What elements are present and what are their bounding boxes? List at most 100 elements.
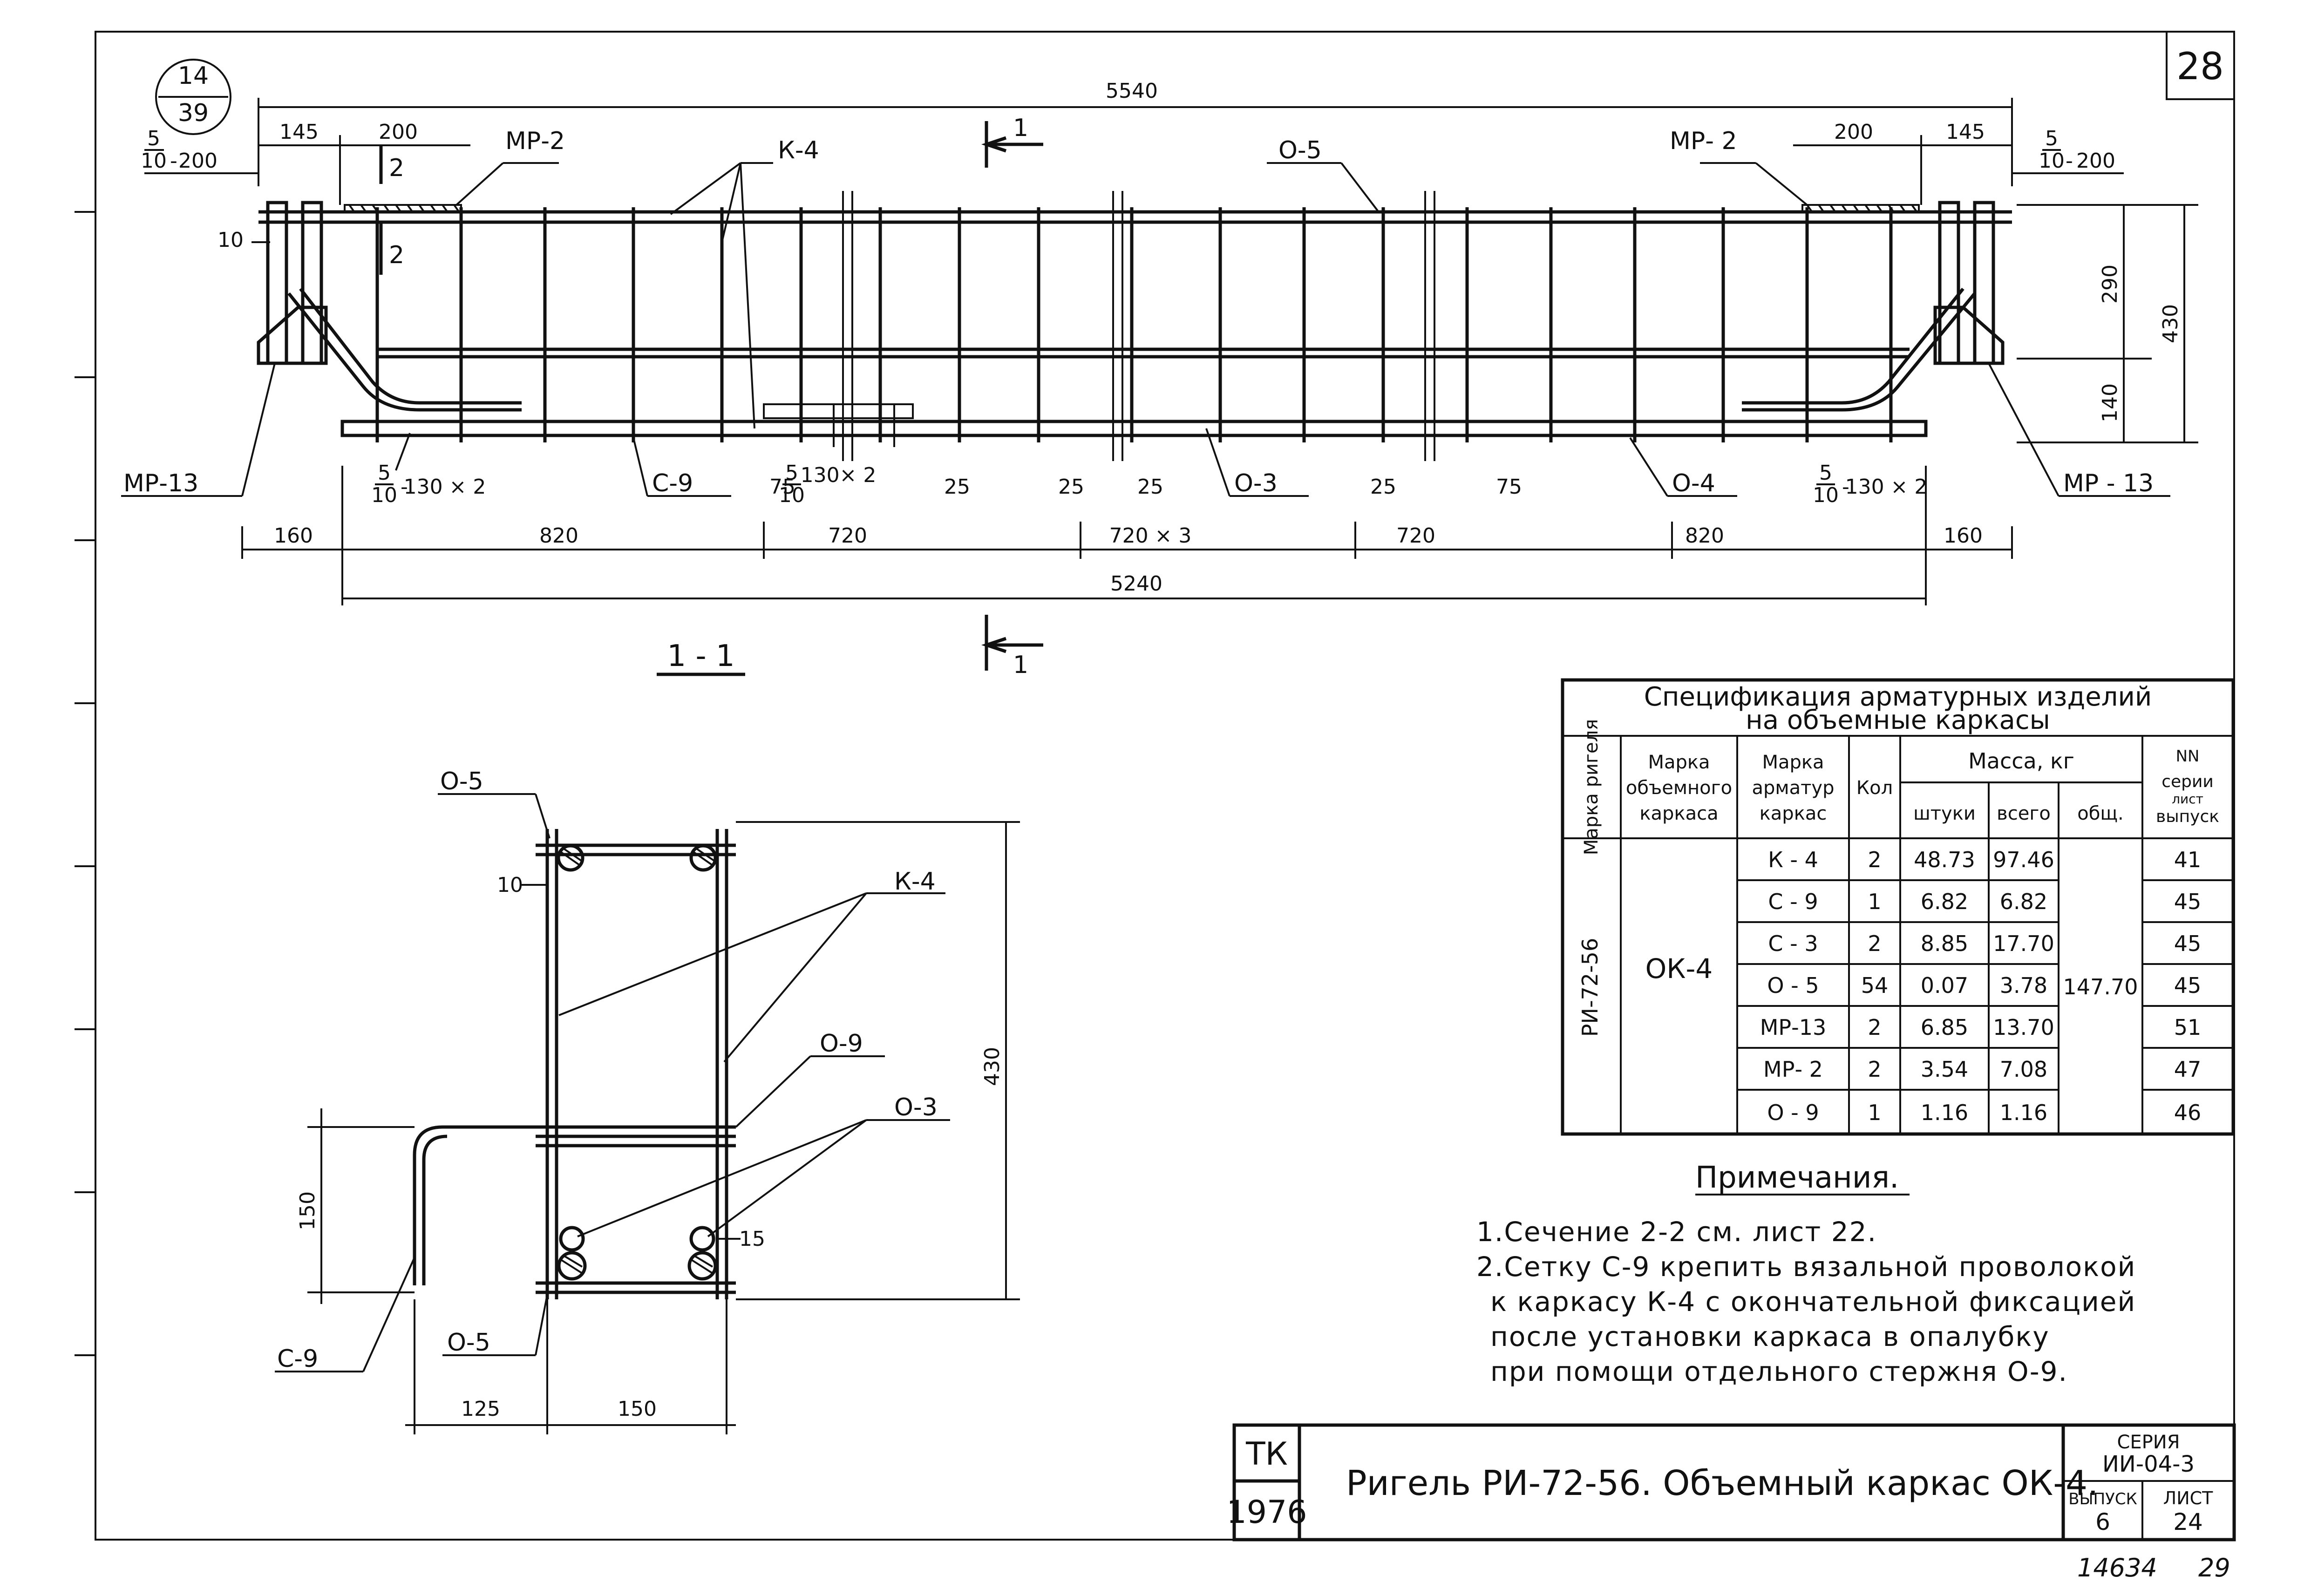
cell-frame: ОК-4	[1645, 953, 1713, 985]
section-title: 1 - 1	[667, 639, 734, 673]
svg-text:О - 9: О - 9	[1767, 1100, 1819, 1125]
spec-title-1: Спецификация арматурных изделий	[1644, 682, 2152, 712]
dim-75b: 75	[1496, 475, 1522, 499]
dim-25c: 25	[1137, 475, 1163, 499]
hdr-frame-1: Марка	[1648, 752, 1710, 773]
note-line-4: после установки каркаса в опалубку	[1490, 1321, 2050, 1352]
svg-text:0.07: 0.07	[1921, 973, 1968, 998]
svg-text:1.16: 1.16	[1921, 1100, 1968, 1125]
table-row: О - 9 1 1.16 1.16 46	[1767, 1100, 2201, 1125]
callout-mr13-left: МР-13	[123, 469, 198, 497]
svg-text:48.73: 48.73	[1914, 847, 1975, 872]
svg-text:10: 10	[2039, 149, 2065, 173]
stirrups	[375, 207, 1893, 442]
dim-side-430: 430	[2159, 304, 2182, 343]
tb-issue: 6	[2095, 1508, 2110, 1535]
dim-side-10: 10	[218, 228, 244, 252]
section-2-label-a: 2	[389, 154, 404, 182]
callout-mr2-right: МР- 2	[1670, 127, 1737, 155]
hdr-frame-2: объемного	[1626, 777, 1732, 799]
dim-720b: 720	[1396, 524, 1435, 548]
note-line-3: к каркасу К-4 с окончательной фиксацией	[1490, 1286, 2136, 1318]
note-line-5: при помощи отдельного стержня О-9.	[1490, 1356, 2068, 1387]
svg-text:6.82: 6.82	[1921, 889, 1968, 914]
sec-label-c9: С-9	[277, 1345, 318, 1373]
hdr-ref-2: серии	[2161, 772, 2214, 791]
section-2-label-b: 2	[389, 241, 404, 269]
section-1-label-top: 1	[1013, 114, 1028, 142]
mr13-right	[1742, 201, 2005, 412]
notes-block: Примечания. 1.Сечение 2-2 см. лист 22. 2…	[1476, 1161, 2136, 1387]
dim-left-200: 200	[379, 120, 418, 144]
dim-720a: 720	[828, 524, 867, 548]
svg-text:О - 5: О - 5	[1767, 973, 1819, 998]
svg-text:5: 5	[785, 461, 798, 485]
dim-left-145: 145	[279, 120, 319, 144]
hdr-mass-total: всего	[1997, 803, 2051, 824]
bottom-dim-lines	[241, 466, 2013, 605]
handwritten-page: 29	[2198, 1553, 2230, 1582]
bottom-step-notes: 5 10 - 130 × 2 5 10 130× 2 5 10 - 130 × …	[371, 433, 1927, 507]
hdr-mass-all: общ.	[2077, 803, 2124, 824]
svg-text:6.85: 6.85	[1921, 1015, 1968, 1040]
section-view: 1 - 1	[275, 639, 1020, 1434]
callout-o5: О-5	[1278, 136, 1322, 164]
dim-side-140: 140	[2098, 383, 2122, 422]
hdr-qty: Кол	[1856, 777, 1893, 799]
svg-text:-: -	[2066, 149, 2073, 173]
sec-dim-10: 10	[497, 873, 523, 897]
hdr-mark-3: каркас	[1760, 803, 1827, 824]
svg-text:3.78: 3.78	[2000, 973, 2047, 998]
section-leaders	[275, 793, 950, 1372]
cell-rigel: РИ-72-56	[1577, 938, 1603, 1037]
note-line-1: 1.Сечение 2-2 см. лист 22.	[1476, 1216, 1877, 1248]
svg-text:К - 4: К - 4	[1768, 847, 1818, 872]
hdr-frame-3: каркаса	[1639, 803, 1718, 824]
hdr-mark-1: Марка	[1762, 752, 1824, 773]
table-row: К - 4 2 48.73 97.46 41	[1768, 847, 2201, 872]
tb-issue-label: ВЫПУСК	[2068, 1490, 2137, 1508]
svg-text:МР- 2: МР- 2	[1763, 1057, 1823, 1082]
svg-text:10: 10	[779, 483, 805, 507]
sec-label-k4: К-4	[894, 868, 936, 896]
svg-text:6.82: 6.82	[2000, 889, 2047, 914]
dim-75a: 75	[769, 475, 795, 499]
svg-text:1: 1	[1868, 1100, 1881, 1125]
dim-820a: 820	[539, 524, 578, 548]
callout-k4: К-4	[778, 136, 819, 164]
dim-720x3: 720 × 3	[1109, 524, 1192, 548]
svg-text:47: 47	[2174, 1057, 2202, 1082]
tb-title: Ригель РИ-72-56. Объемный каркас ОК-4.	[1346, 1463, 2099, 1503]
svg-text:130 × 2: 130 × 2	[1845, 475, 1928, 499]
sec-label-o5-top: О-5	[440, 767, 483, 795]
svg-text:200: 200	[2076, 149, 2115, 173]
svg-text:130 × 2: 130 × 2	[404, 475, 486, 499]
tb-series: ИИ-04-3	[2102, 1451, 2195, 1477]
ref-top: 14	[178, 62, 209, 90]
callout-o4: О-4	[1672, 469, 1715, 497]
hdr-ref-1: NN	[2176, 747, 2200, 766]
sec-dim-430: 430	[980, 1047, 1004, 1086]
border-ticks	[75, 211, 95, 1356]
svg-text:-: -	[401, 475, 408, 499]
tb-sheet: 24	[2173, 1508, 2203, 1535]
notes-heading: Примечания.	[1695, 1161, 1899, 1195]
svg-text:5: 5	[378, 461, 391, 485]
hdr-mass: Масса, кг	[1968, 748, 2074, 774]
hdr-mark-2: арматур	[1752, 777, 1835, 799]
side-dim-lines	[2017, 204, 2198, 443]
dim-160b: 160	[1944, 524, 1983, 548]
svg-text:5: 5	[1819, 461, 1832, 485]
dim-25d: 25	[1370, 475, 1396, 499]
step-note-right: 5 10 - 200	[2012, 127, 2124, 174]
svg-text:1: 1	[1868, 889, 1881, 914]
tb-series-label: СЕРИЯ	[2117, 1432, 2180, 1453]
svg-text:3.54: 3.54	[1921, 1057, 1968, 1082]
section-bars	[557, 844, 717, 1281]
bottom-splices	[763, 403, 914, 447]
sec-dim-150h: 150	[618, 1397, 657, 1421]
svg-text:10: 10	[1813, 483, 1839, 507]
svg-text:10: 10	[371, 483, 397, 507]
svg-text:45: 45	[2174, 931, 2202, 956]
svg-text:5: 5	[147, 127, 160, 150]
